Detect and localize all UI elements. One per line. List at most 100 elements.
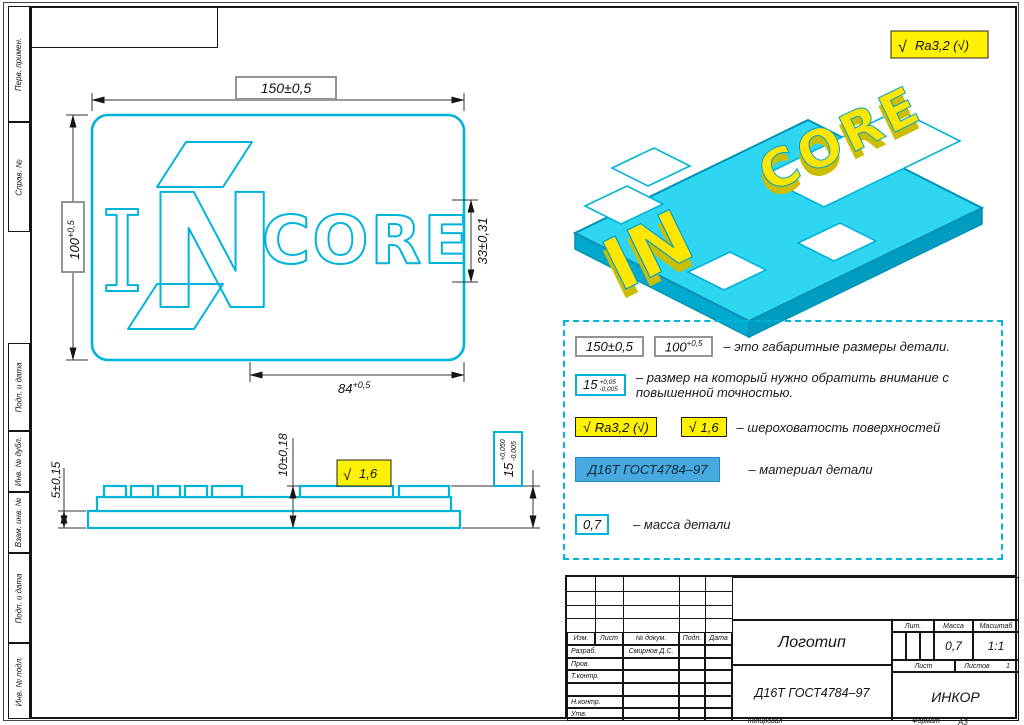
front-view: I N CORE 150±0,5 100+0,5 xyxy=(61,76,490,396)
legend-roughness-box-1: √Ra3,2 (√) xyxy=(575,417,657,437)
side-dimensions: 5±0,15 10±0,18 15 +0,050 -0,005 xyxy=(49,431,540,529)
footer-copied: Копировал xyxy=(747,718,783,725)
dim-width-box xyxy=(235,76,337,100)
iso-platforms xyxy=(583,109,962,291)
tb-tkontr-sign xyxy=(679,670,705,683)
roughness-check-icon: √ xyxy=(343,467,352,484)
side-strip-vzam-inv: Взам. инв. № xyxy=(8,492,30,553)
front-dimensions: 150±0,5 100+0,5 33±0,31 84+0,5 xyxy=(61,76,490,396)
legend-sizes-text: – это габаритные размеры детали. xyxy=(723,339,950,355)
logo-letter-n: N xyxy=(146,161,278,345)
dim-total-height: 10±0,18 xyxy=(276,433,290,477)
footer-format-value: A3 xyxy=(958,718,968,725)
legend-mass-box: 0,7 xyxy=(575,514,610,535)
legend-roughness-box-2: √1,6 xyxy=(680,417,727,437)
roughness-check-icon: √ xyxy=(688,419,697,435)
logo-parallelogram-bottom xyxy=(127,283,224,330)
tb-lit-label: Лит. xyxy=(892,620,934,632)
tb-header-podp: Подп. xyxy=(679,632,705,645)
dim-height-box xyxy=(61,201,85,273)
tb-utv-date xyxy=(705,708,732,721)
tb-utv-sign xyxy=(679,708,705,721)
tb-title: Логотип xyxy=(732,620,892,665)
tb-nkontr-name xyxy=(623,695,679,709)
roughness-check-icon: √ xyxy=(583,419,591,435)
side-strip-podp-data-1: Подп. и дата xyxy=(8,343,30,431)
drawing-frame xyxy=(30,6,1017,719)
tb-lit-cell-1 xyxy=(892,632,906,660)
tb-sheets-value: 1 xyxy=(1005,662,1010,670)
tb-lit-cell-2 xyxy=(906,632,920,660)
side-strip-inv-podl: Инв. № подл. xyxy=(8,643,30,719)
tb-row-tkontr: Т.контр. xyxy=(567,670,623,683)
legend-precision-text: – размер на который нужно обратить внима… xyxy=(635,370,949,400)
tb-mass-label: Масса xyxy=(934,620,973,632)
legend-precision-box: 15+0,05-0,005 xyxy=(575,374,626,396)
logo-parallelogram-top xyxy=(156,141,253,188)
legend-roughness-text: – шероховатость поверхностей xyxy=(736,419,941,435)
tb-prov-date xyxy=(705,657,732,671)
tb-prov-name xyxy=(623,657,679,671)
core-platform xyxy=(760,109,962,208)
side-roughness-value: 1,6 xyxy=(359,466,378,481)
legend-material-text: – материал детали xyxy=(748,462,873,477)
side-strip-podp-data-2: Подп. и дата xyxy=(8,553,30,643)
legend-row-mass: 0,7 – масса детали xyxy=(575,514,731,535)
tb-razrab-date xyxy=(705,645,732,658)
side-profile xyxy=(86,484,462,530)
tb-razrab-sign xyxy=(679,645,705,658)
tb-nkontr-sign xyxy=(679,695,705,709)
logo-core: CORE xyxy=(262,202,470,279)
tb-nkontr-date xyxy=(705,695,732,709)
side-strip-sprav: Справ. № xyxy=(8,122,30,232)
logo-letter-i: I xyxy=(100,188,144,318)
tb-mass-value: 0,7 xyxy=(934,632,973,660)
dim-step-base: 15 xyxy=(501,462,516,477)
tb-prov-sign xyxy=(679,657,705,671)
tb-empty-sign xyxy=(679,683,705,696)
legend-mass-text: – масса детали xyxy=(633,517,731,532)
tb-empty-name xyxy=(623,683,679,696)
logo-front: I N CORE xyxy=(99,141,470,346)
iso-tab xyxy=(610,147,692,187)
tb-row-razrab: Разраб. xyxy=(567,645,623,658)
tb-row-nkontr: Н.контр. xyxy=(567,695,623,709)
side-view: 5±0,15 10±0,18 15 +0,050 -0,005 xyxy=(49,431,540,530)
dim-step-box xyxy=(493,431,523,487)
iso-tab xyxy=(686,251,768,291)
tb-tkontr-date xyxy=(705,670,732,683)
dim-step-box-group: 15 +0,050 -0,005 xyxy=(493,431,523,487)
tb-row-prov: Пров. xyxy=(567,657,623,671)
iso-roughness-tag: √ Ra3,2 (√) xyxy=(890,30,989,59)
side-roughness-tag xyxy=(336,459,392,487)
sheet-outer-border xyxy=(3,2,1019,721)
tb-company: ИНКОР xyxy=(892,672,1019,721)
legend-row-roughness: √Ra3,2 (√) √1,6 – шероховатость поверхно… xyxy=(575,417,940,437)
top-left-cell xyxy=(30,6,218,48)
dim-bottom-label: 84+0,5 xyxy=(338,380,371,396)
dim-height-label: 100+0,5 xyxy=(66,219,82,259)
tb-material: Д16Т ГОСТ4784–97 xyxy=(732,665,892,721)
legend-height-box: 100+0,5 xyxy=(653,336,714,358)
tb-utv-name xyxy=(623,708,679,721)
part-outline xyxy=(90,113,466,362)
iso-tab xyxy=(583,185,665,225)
side-strip-inv-dubl: Инв. № дубл. xyxy=(8,431,30,492)
tb-scale-label: Масштаб xyxy=(973,620,1019,632)
legend-box: 150±0,5 100+0,5 – это габаритные размеры… xyxy=(563,320,1003,560)
tb-designation-cell xyxy=(732,577,1019,620)
dim-width-label: 150±0,5 xyxy=(261,80,312,96)
legend-width-box: 150±0,5 xyxy=(575,336,644,358)
tb-tkontr-name xyxy=(623,670,679,683)
footer-format-label: Формат xyxy=(912,718,940,725)
tb-row-utv: Утв. xyxy=(567,708,623,721)
tb-sheets-label: Листов xyxy=(964,662,990,670)
tb-sheets-cell: Листов 1 xyxy=(955,660,1019,672)
tb-empty-date xyxy=(705,683,732,696)
iso-roughness-label: Ra3,2 (√) xyxy=(915,38,969,53)
dim-step-tol-up: +0,050 xyxy=(500,439,507,461)
title-block: Изм. Лист № докум. Подп. Дата Разраб. См… xyxy=(565,575,1019,721)
tb-header-data: Дата xyxy=(705,632,732,645)
